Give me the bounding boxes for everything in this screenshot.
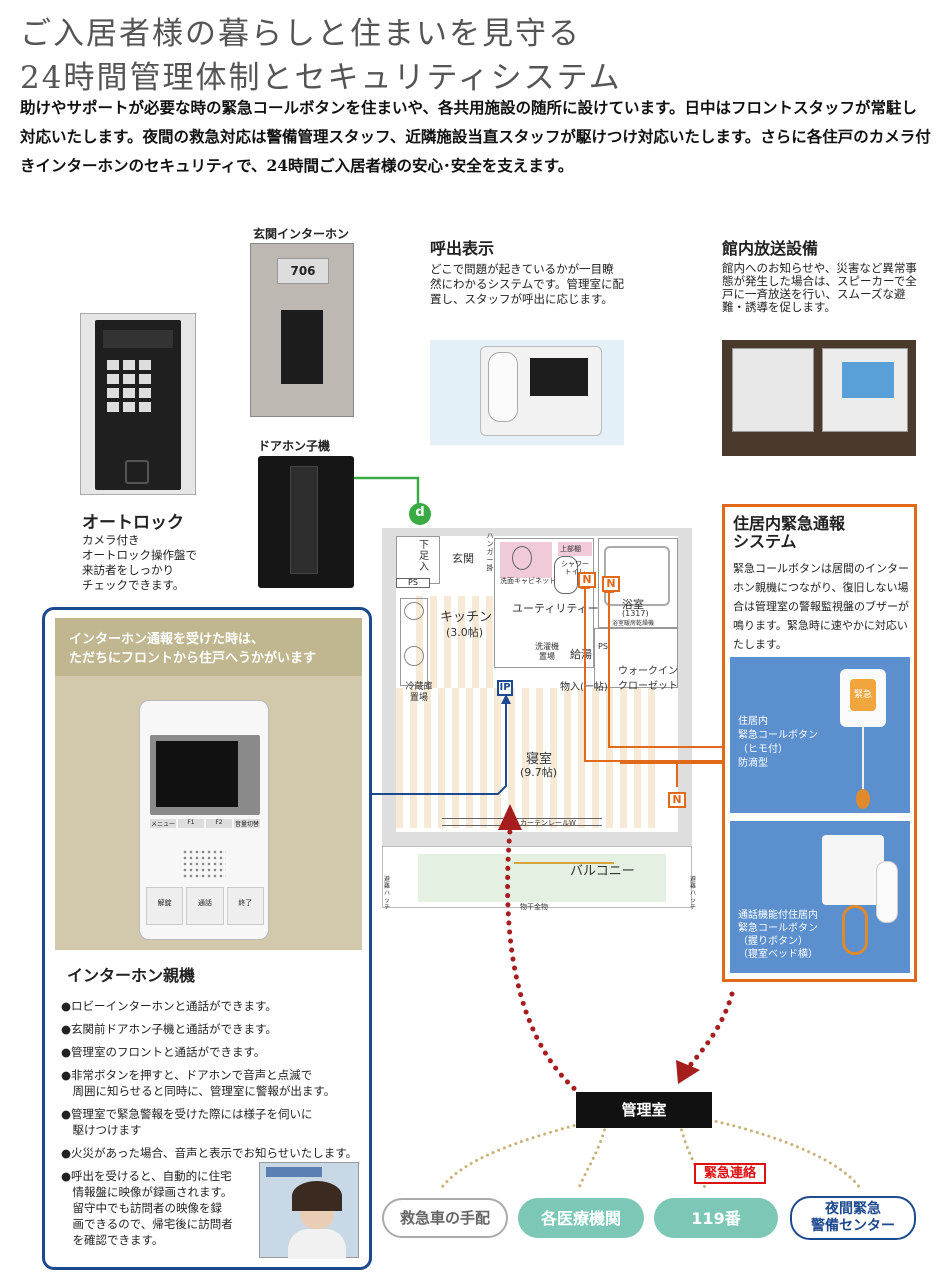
intercom-banner: インターホン通報を受けた時は、 ただちにフロントから住戸へうかがいます (69, 632, 317, 666)
plan-wash-cabinet: 洗面キャビネット (500, 577, 556, 585)
floor-plan: PS (382, 528, 692, 908)
plan-hanger: ハンガー掛 (486, 532, 494, 572)
ambulance-node: 救急車の手配 (382, 1198, 508, 1238)
page-title-line2: 24時間管理体制とセキュリティシステム (20, 60, 622, 96)
device-button-unlock: 解錠 (146, 887, 184, 925)
door-phone-connector (354, 476, 420, 510)
intercom-bullet-5: ●管理室で緊急警報を受けた際には様子を伺いに 駆けつけます (61, 1107, 313, 1137)
plan-ip-marker: IP (497, 680, 513, 696)
plan-utility: ユーティリティー (512, 602, 599, 615)
emergency-system-box: 住居内緊急通報 システム 緊急コールボタンは居間のインターホン親機につながり、復… (722, 504, 917, 982)
emergency-system-heading: 住居内緊急通報 システム (733, 514, 846, 551)
entrance-intercom-label: 玄関インターホン (253, 227, 350, 241)
dotted-arrow-to-office (498, 804, 591, 1103)
autolock-heading: オートロック (82, 513, 184, 533)
emergency-system-desc: 緊急コールボタンは居間のインターホン親機につながり、復旧しない場合は管理室の警報… (733, 562, 909, 651)
plan-fridge: 冷蔵庫置場 (405, 682, 433, 703)
door-phone-photo (258, 456, 354, 588)
emergency-button-label: 緊急 (850, 679, 876, 711)
emergency-item1-label: 住居内 緊急コールボタン （ヒモ付） 防滴型 (738, 716, 818, 769)
management-office-label: 管理室 (576, 1092, 712, 1128)
device-button-talk: 通話 (186, 887, 224, 925)
plan-escape-right: 避難ハッチ (689, 876, 696, 911)
recorded-visitor-photo (259, 1162, 359, 1259)
broadcast-desc: 館内へのお知らせや、災害など異常事態が発生した場合は、スピーカーで全戸に一斉放送… (722, 261, 917, 314)
dotted-arrow-from-emergency (676, 991, 735, 1084)
plan-walkin: ウォークイン クローゼット (618, 666, 678, 692)
plan-shoe-box: 下足入 (419, 540, 429, 573)
plan-upper-cabinet: 上部棚 (560, 545, 581, 553)
emergency-contact-badge: 緊急連絡 (694, 1163, 766, 1184)
plan-bath: 浴室 (622, 598, 644, 611)
door-phone-marker: d (409, 503, 431, 525)
management-network-lines (438, 1118, 862, 1192)
page-title-line1: ご入居者様の暮らしと住まいを見守る (20, 16, 581, 52)
intercom-master-bullets: ●ロビーインターホンと通話ができます。 ●玄関前ドアホン子機と通話ができます。 … (61, 998, 369, 1255)
number-119-node: 119番 (654, 1198, 778, 1238)
entrance-intercom-photo: 706 (250, 243, 354, 417)
plan-n-marker-2: N (602, 576, 620, 592)
call-display-photo (430, 340, 624, 445)
intercom-bullet-7: ●呼出を受けると、自動的に住宅 情報盤に映像が録画されます。 留守中でも訪問者の… (61, 1169, 233, 1247)
intercom-bullet-6: ●火災があった場合、音声と表示でお知らせいたします。 (61, 1146, 358, 1160)
intercom-bullet-4: ●非常ボタンを押すと、ドアホンで音声と点滅で 周囲に知らせると同時に、管理室に警… (61, 1068, 336, 1098)
emergency-system-connector (620, 762, 725, 764)
plan-storage: 物入(一帖) (560, 682, 608, 693)
emergency-button-photo-1: 住居内 緊急コールボタン （ヒモ付） 防滴型 緊急 (730, 657, 910, 813)
device-button-f2: F2 (206, 819, 232, 828)
plan-kitchen: キッチン (440, 610, 493, 625)
plan-bedroom: 寝室 (526, 752, 553, 767)
door-phone-label: ドアホン子機 (258, 439, 331, 453)
plan-bath-size: (1317) (622, 609, 649, 618)
intercom-master-heading: インターホン親機 (67, 966, 196, 985)
plan-washer: 洗濯機置場 (535, 642, 559, 661)
plan-rail: カーテンレールW (520, 819, 576, 827)
intercom-bullet-3: ●管理室のフロントと通話ができます。 (61, 1045, 266, 1059)
plan-shower-toilet: シャワートイレ (561, 560, 589, 576)
device-button-end: 終了 (226, 887, 264, 925)
intro-text: 助けやサポートが必要な時の緊急コールボタンを住まいや、各共用施設の随所に設けてい… (20, 98, 931, 175)
emergency-button-photo-2: 通話機能付住居内 緊急コールボタン （握りボタン） （寝室ベッド横） (730, 821, 910, 973)
intercom-bullet-1: ●ロビーインターホンと通話ができます。 (61, 999, 277, 1013)
plan-n-marker-3: N (668, 792, 686, 808)
intercom-master-box: インターホン通報を受けた時は、 ただちにフロントから住戸へうかがいます メニュー… (42, 607, 372, 1270)
device-button-f1: F1 (178, 819, 204, 828)
call-display-heading: 呼出表示 (430, 239, 495, 258)
plan-balcony: バルコニー (570, 864, 635, 879)
plan-escape-left: 避難ハッチ (383, 876, 390, 911)
ps-label-top: PS (396, 578, 430, 588)
hospitals-node: 各医療機関 (518, 1198, 644, 1238)
plan-entrance: 玄関 (452, 552, 474, 565)
plan-water-heater: 給湯 (570, 648, 592, 661)
plan-bedroom-size: (9.7帖) (520, 766, 558, 779)
emergency-item2-label: 通話機能付住居内 緊急コールボタン （握りボタン） （寝室ベッド横） (738, 910, 818, 960)
intercom-bullet-2: ●玄関前ドアホン子機と通話ができます。 (61, 1022, 277, 1036)
device-button-volume: 音量切替 (234, 819, 260, 828)
plan-dryer: 物干金物 (520, 903, 548, 911)
autolock-panel-photo (80, 313, 196, 495)
plan-bath-note: 浴室暖房乾燥機 (612, 620, 655, 627)
broadcast-photo (722, 340, 916, 456)
intercom-master-photo: インターホン通報を受けた時は、 ただちにフロントから住戸へうかがいます メニュー… (55, 618, 362, 950)
plan-kitchen-size: (3.0帖) (446, 626, 484, 639)
autolock-desc: カメラ付き オートロック操作盤で 来訪者をしっかり チェックできます。 (82, 533, 197, 592)
plan-ps: PS (598, 642, 608, 651)
plan-n-marker-1: N (578, 572, 596, 588)
intercom-connector-line (370, 694, 511, 795)
broadcast-heading: 館内放送設備 (722, 239, 819, 258)
room-number-plate: 706 (277, 258, 329, 284)
call-display-desc: どこで問題が起きているかが一目瞭然にわかるシステムです。管理室に配置し、スタッフ… (430, 262, 625, 306)
night-center-node: 夜間緊急 警備センター (790, 1196, 916, 1240)
device-button-menu: メニュー (150, 819, 176, 828)
